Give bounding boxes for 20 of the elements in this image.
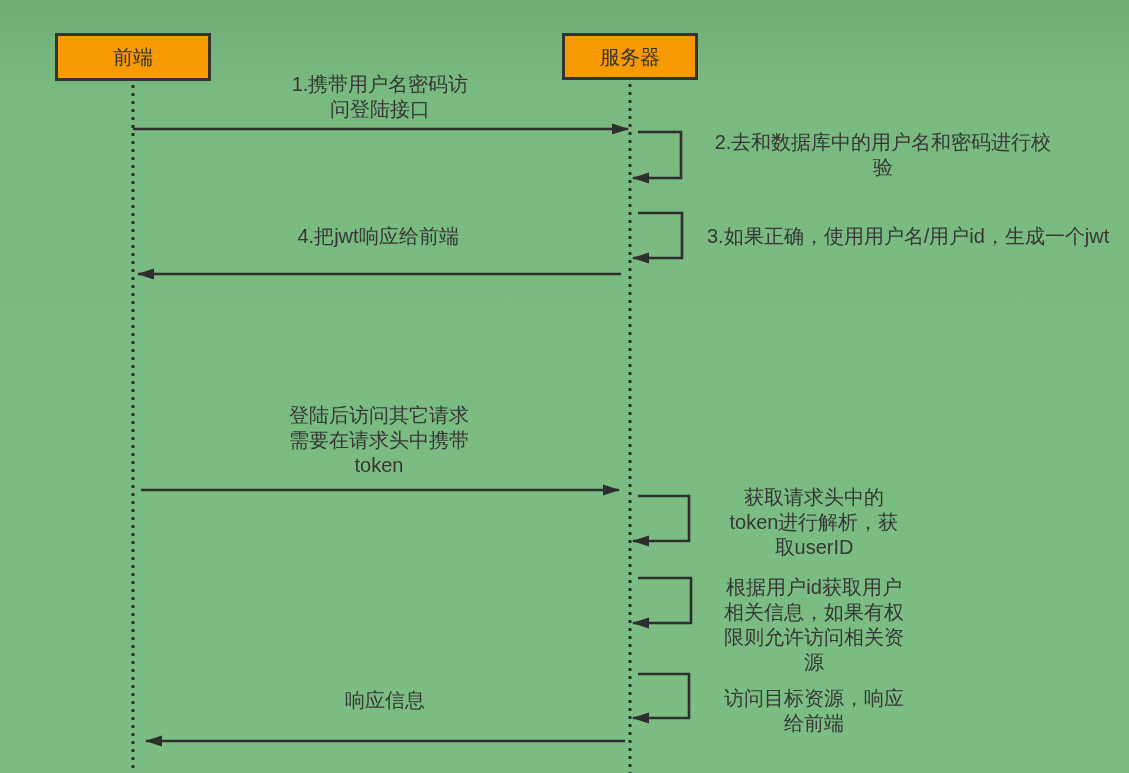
edge-label: 根据用户id获取用户相关信息，如果有权限则允许访问相关资源	[723, 575, 905, 675]
self-message-arrow	[632, 494, 691, 547]
message-arrow	[145, 735, 625, 747]
self-message-arrow	[632, 672, 691, 724]
self-message-arrow	[632, 576, 693, 629]
message-arrow	[137, 268, 621, 280]
edge-label: 3.如果正确，使用用户名/用户id，生成一个jwt	[707, 224, 1110, 249]
participant-box: 前端	[55, 33, 211, 81]
edge-label: 2.去和数据库中的用户名和密码进行校验	[713, 130, 1053, 180]
message-arrow	[133, 123, 629, 135]
edge-label: 1.携带用户名密码访问登陆接口	[290, 72, 470, 122]
participant-box: 服务器	[562, 33, 698, 80]
edge-label: 获取请求头中的token进行解析，获取userID	[728, 485, 900, 560]
edge-label: 访问目标资源，响应给前端	[723, 686, 905, 736]
edge-label: 4.把jwt响应给前端	[297, 224, 459, 249]
message-arrow	[141, 484, 620, 496]
self-message-arrow	[632, 211, 684, 264]
edge-label: 登陆后访问其它请求需要在请求头中携带token	[288, 403, 470, 478]
edge-label: 响应信息	[345, 688, 425, 713]
self-message-arrow	[632, 130, 683, 184]
